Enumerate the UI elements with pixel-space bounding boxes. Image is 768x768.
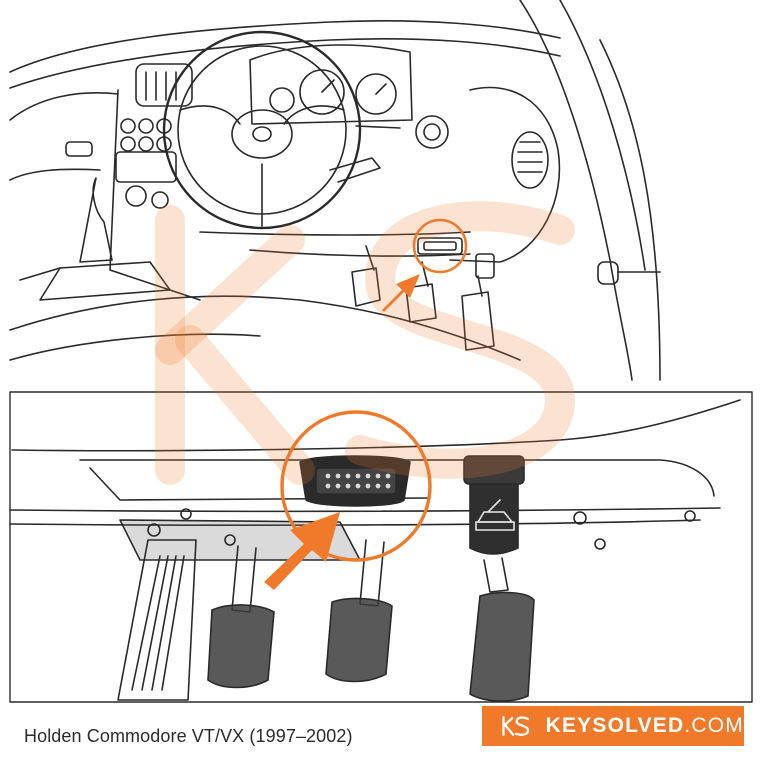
ks-monogram-icon [502, 716, 530, 736]
obd-highlight-ring-large [280, 410, 432, 562]
obd-highlight-ring-small [412, 218, 468, 274]
obd-pointer-arrow-small [382, 274, 420, 312]
dashboard-overview [9, 0, 661, 381]
brand-wordmark: KEYSOLVED.COM [546, 714, 744, 738]
closeup-panel [9, 391, 753, 703]
vehicle-caption: Holden Commodore VT/VX (1997–2002) [24, 726, 353, 746]
brand-name: KEYSOLVED [545, 714, 685, 737]
obd-pointer-arrow-large [264, 512, 340, 590]
car-hood-icon [475, 499, 515, 531]
ks-watermark [155, 201, 575, 485]
obd-connector-pins [325, 473, 391, 489]
brand-domain: .COM [684, 714, 744, 737]
brand-badge: KEYSOLVED.COM [482, 706, 744, 746]
